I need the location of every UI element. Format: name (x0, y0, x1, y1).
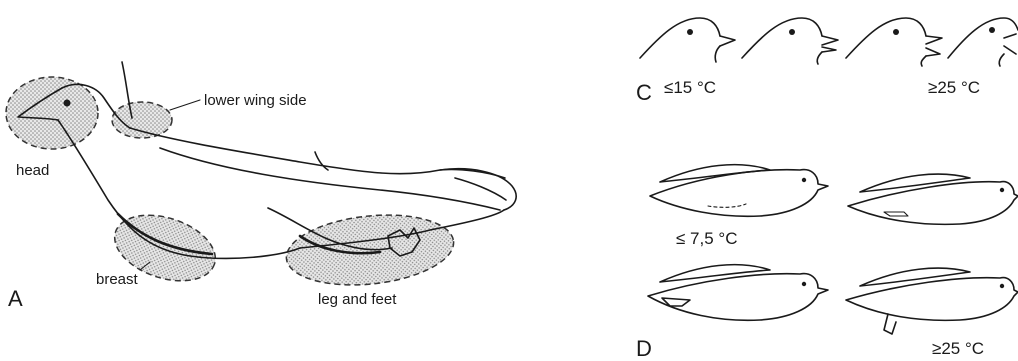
panel-d-low-temp: ≤ 7,5 °C (676, 229, 737, 248)
panel-c: C ≤15 °C ≥25 °C (636, 18, 1018, 105)
bird-head-1 (640, 18, 735, 62)
panel-a: lower wing side head breast leg and feet… (6, 62, 516, 311)
panel-c-high-temp: ≥25 °C (928, 78, 980, 97)
panel-d-letter: D (636, 336, 652, 361)
bird-posture-1 (650, 165, 828, 217)
bird-posture-2 (848, 174, 1018, 224)
bird-head-3 (846, 18, 942, 66)
bird-posture-4 (846, 268, 1018, 334)
panel-d-high-temp: ≥25 °C (932, 339, 984, 358)
panel-c-low-temp: ≤15 °C (664, 78, 716, 97)
label-breast: breast (96, 271, 139, 288)
lower-wing-leader (170, 100, 200, 110)
bird-posture-3 (648, 265, 828, 321)
label-lower-wing-side: lower wing side (204, 92, 307, 109)
label-head: head (16, 162, 49, 179)
panel-c-letter: C (636, 80, 652, 105)
bird-head-4 (948, 18, 1018, 66)
panel-a-letter: A (8, 286, 23, 311)
label-leg-and-feet: leg and feet (318, 291, 397, 308)
head-zone (6, 77, 98, 149)
eye-icon (64, 100, 71, 107)
bird-head-2 (742, 18, 838, 64)
panel-d: ≤ 7,5 °C D ≥25 °C (636, 165, 1018, 361)
